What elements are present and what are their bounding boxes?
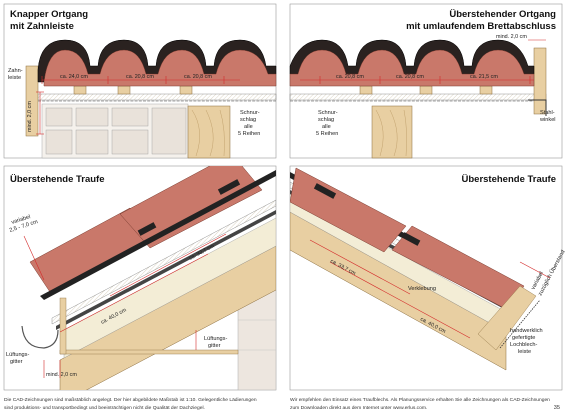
stahl-1: Stahl- xyxy=(540,110,555,116)
footer: Die CAD-Zeichnungen sind maßstäblich ang… xyxy=(4,397,560,411)
fascia-board xyxy=(59,297,67,355)
panel-title-line1: Überstehender Ortgang xyxy=(449,9,556,20)
panel-title-line2: mit Zahnleiste xyxy=(10,21,74,32)
batten xyxy=(359,85,373,95)
verklebung: Verklebung xyxy=(408,286,436,292)
underlay xyxy=(56,210,276,330)
luft-left-1: Lüftungs- xyxy=(6,352,29,358)
panel-title: Überstehende Traufe xyxy=(462,174,557,185)
panel-title-line2: mit umlaufendem Brettabschluss xyxy=(406,21,556,32)
dim-top: mind. 2,0 cm xyxy=(496,34,527,40)
underlay-board xyxy=(37,93,277,101)
dim-1: ca. 24,0 cm xyxy=(60,74,88,80)
batten xyxy=(179,85,193,95)
panel-title: Überstehende Traufe xyxy=(10,174,105,185)
schnur-3: alle xyxy=(244,124,253,130)
loch-3: Lochblech- xyxy=(510,342,538,348)
schnur-1: Schnur- xyxy=(318,110,338,116)
stahlwinkel xyxy=(528,99,547,116)
dimension-lines xyxy=(36,76,240,135)
lochblech-leiste xyxy=(499,299,541,349)
schnur-4: 5 Reihen xyxy=(238,131,260,137)
variabel-1: variabel xyxy=(11,214,31,226)
schnur-1: Schnur- xyxy=(240,110,260,116)
tile-clip xyxy=(401,232,421,246)
dimension-lines xyxy=(300,39,546,84)
page-number: 35 xyxy=(554,405,560,411)
brettabschluss xyxy=(533,47,547,115)
panel-title-line1: Knapper Ortgang xyxy=(10,9,88,20)
luft-right-2: gitter xyxy=(208,343,221,349)
batten xyxy=(479,85,493,95)
footer-left-2: sind produktions- und transportbedingt u… xyxy=(4,405,205,411)
panel-ueberstehende-traufe-right: Überstehende Traufe ca. 33,7 cm ca. 40,0… xyxy=(289,165,566,391)
dim-2: ca. 20,8 cm xyxy=(126,74,154,80)
soffit-board xyxy=(59,349,239,355)
fascia-board xyxy=(477,285,537,351)
batten xyxy=(117,85,131,95)
batten xyxy=(419,85,433,95)
schnur-2: schlag xyxy=(318,117,334,123)
tile-underside xyxy=(40,170,276,300)
loch-4: leiste xyxy=(518,349,531,355)
loch-2: gefertigte xyxy=(512,335,535,341)
roof-tiles-body xyxy=(43,49,277,87)
counter-batten xyxy=(51,199,276,325)
footer-right-2: zum Downloaden direkt aus dem Internet u… xyxy=(290,405,427,411)
dimension-lines xyxy=(309,239,551,339)
panel-ueberstehende-traufe-left: Überstehende Traufe variabel 2,5 - 7,0 c… xyxy=(3,165,277,391)
luft-left-2: gitter xyxy=(10,359,23,365)
schnur-3: alle xyxy=(322,124,331,130)
tile-clip xyxy=(313,183,337,199)
masonry-wall xyxy=(41,103,189,159)
gutter xyxy=(21,325,59,349)
underlay-board xyxy=(289,93,547,101)
dim-1: ca. 20,8 cm xyxy=(336,74,364,80)
dim-2: ca. 20,8 cm xyxy=(396,74,424,80)
footer-left-1: Die CAD-Zeichnungen sind maßstäblich ang… xyxy=(4,397,257,403)
loch-1: handwerklich xyxy=(510,328,543,334)
schnur-4: 5 Reihen xyxy=(316,131,338,137)
dimension-lines xyxy=(23,233,227,378)
dim-vertical: mind. 2,0 cm xyxy=(27,101,33,132)
panel-ueberstehender-ortgang: Überstehender Ortgang mit umlaufendem Br… xyxy=(289,3,563,159)
roof-tiles-body xyxy=(289,49,535,87)
footer-right-1: Wir empfehlen den Einsatz eines Traufble… xyxy=(290,397,550,403)
schnur-2: schlag xyxy=(240,117,256,123)
luft-right-1: Lüftungs- xyxy=(204,336,227,342)
dim-3: ca. 21,5 cm xyxy=(470,74,498,80)
panel-knapper-ortgang: Knapper Ortgang mit Zahnleiste Zahn- lei… xyxy=(3,3,277,159)
stahl-2: winkel xyxy=(539,117,556,123)
dim-3: ca. 20,8 cm xyxy=(184,74,212,80)
tile-clip xyxy=(137,222,157,236)
batten xyxy=(73,85,87,95)
rafter xyxy=(187,105,231,159)
zahnleiste-board xyxy=(25,65,39,137)
tile-clip xyxy=(217,179,241,195)
mind: mind. 2,0 cm xyxy=(46,372,77,378)
label-zahnleiste-1: Zahn- xyxy=(8,68,23,74)
label-zahnleiste-2: leiste xyxy=(8,75,21,81)
